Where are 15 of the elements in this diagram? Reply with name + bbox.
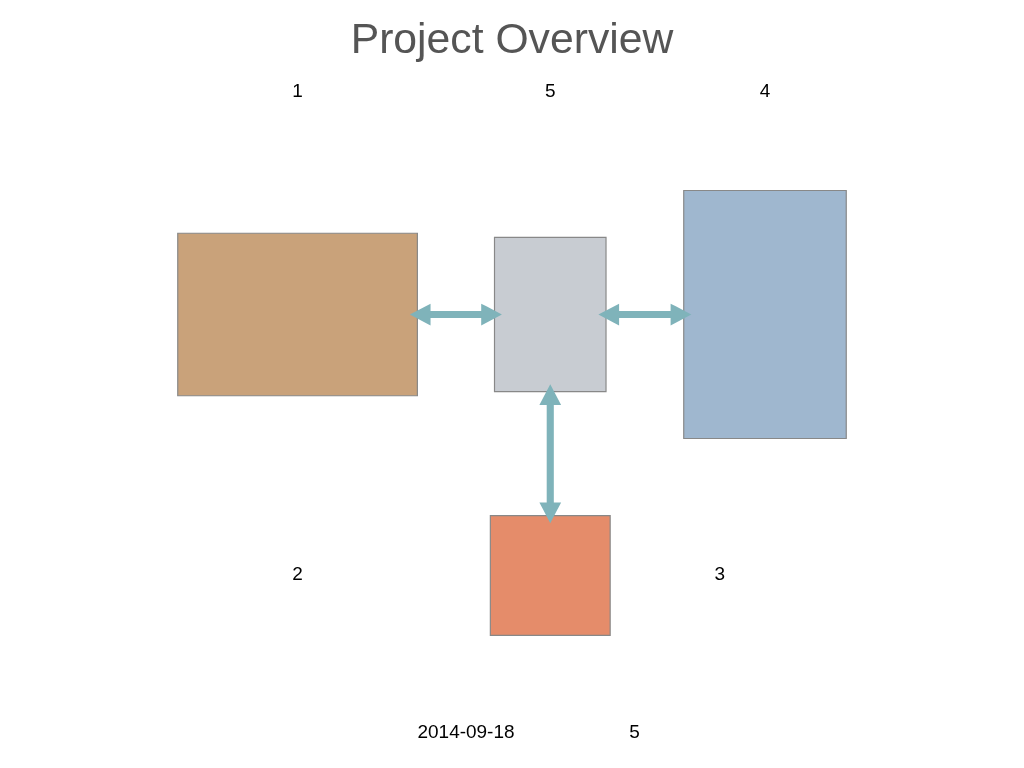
node-box (177, 232, 418, 396)
label: 2 (292, 562, 303, 584)
label: 5 (629, 720, 640, 742)
arrow (598, 303, 692, 325)
label: 2014-09-18 (417, 720, 515, 742)
arrow (539, 383, 562, 523)
node-box (489, 514, 611, 636)
label: 5 (544, 79, 556, 101)
node-box (683, 189, 847, 439)
label: 4 (759, 79, 771, 101)
arrow (409, 303, 502, 325)
diagram-title: Project Overview (350, 13, 674, 62)
node-box (493, 236, 607, 392)
label: 1 (292, 79, 303, 101)
label: 3 (714, 562, 726, 584)
